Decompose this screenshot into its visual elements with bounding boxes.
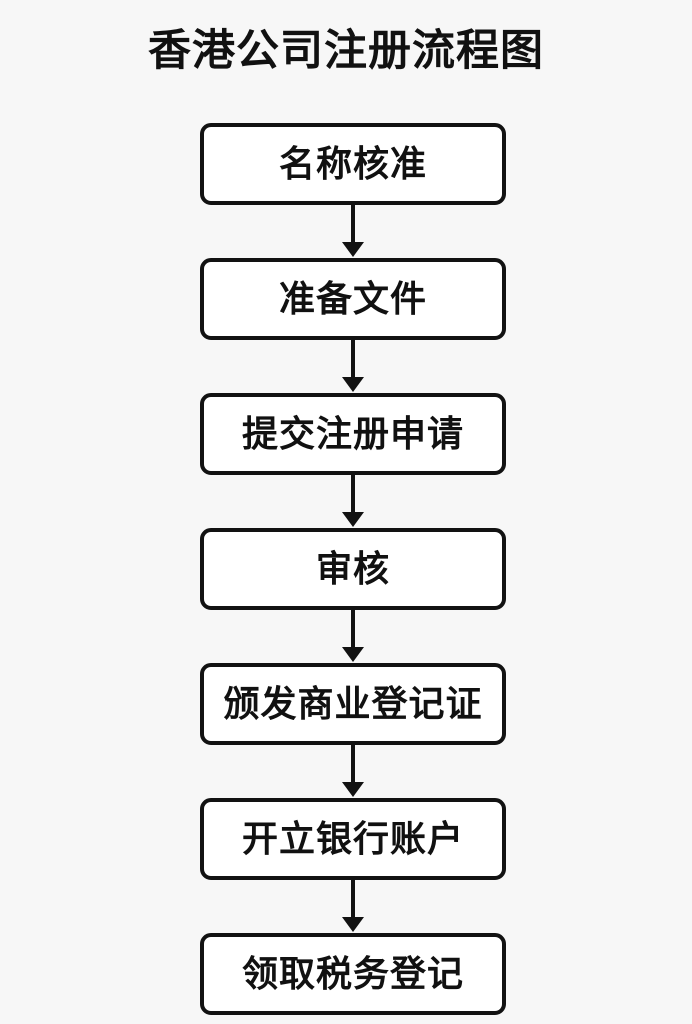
flow-node-step-4[interactable]: 审核: [200, 528, 506, 610]
flow-node-step-5[interactable]: 颁发商业登记证: [200, 663, 506, 745]
flow-node-label: 提交注册申请: [241, 413, 464, 454]
flow-node-label: 准备文件: [278, 278, 427, 319]
flow-connector-arrow-6-to-7: [342, 880, 364, 932]
page-title: 香港公司注册流程图: [148, 27, 544, 75]
flow-node-label: 领取税务登记: [241, 953, 464, 994]
flow-connector-arrow-2-to-3: [342, 340, 364, 392]
flow-node-step-1[interactable]: 名称核准: [200, 123, 506, 205]
flow-connector-arrow-5-to-6: [342, 745, 364, 797]
flow-node-label: 颁发商业登记证: [223, 683, 483, 724]
flow-node-step-7[interactable]: 领取税务登记: [200, 933, 506, 1015]
flow-node-label: 开立银行账户: [241, 818, 464, 859]
flow-node-step-6[interactable]: 开立银行账户: [200, 798, 506, 880]
flowchart-node-column: 名称核准 准备文件 提交注册申请 审核: [200, 123, 506, 1015]
flow-node-step-3[interactable]: 提交注册申请: [200, 393, 506, 475]
flow-connector-arrow-3-to-4: [342, 475, 364, 527]
flow-node-label: 名称核准: [278, 143, 427, 184]
flow-node-label: 审核: [315, 548, 390, 589]
flow-connector-arrow-1-to-2: [342, 205, 364, 257]
flow-connector-arrow-4-to-5: [342, 610, 364, 662]
flow-node-step-2[interactable]: 准备文件: [200, 258, 506, 340]
